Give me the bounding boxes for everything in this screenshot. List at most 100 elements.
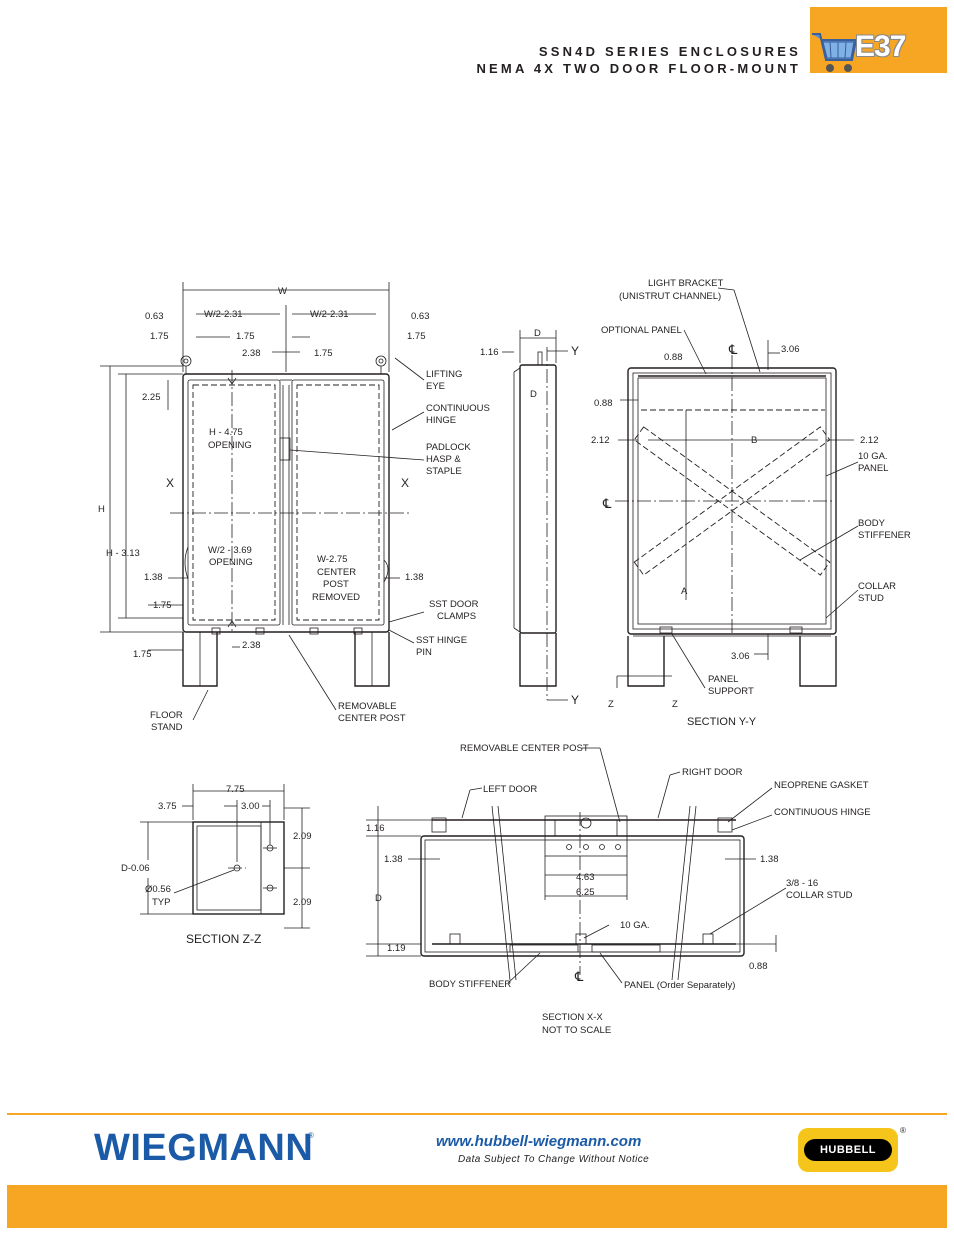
disclaimer: Data Subject To Change Without Notice xyxy=(458,1154,650,1165)
center-post-callout-1: REMOVABLE xyxy=(338,701,396,712)
xx-dim-119: 1.19 xyxy=(387,943,406,954)
dim-h-313: H - 3.13 xyxy=(106,548,140,559)
series-title: SSN4D SERIES ENCLOSURES xyxy=(538,44,801,59)
zz-dim-209-a: 2.09 xyxy=(293,831,312,842)
dim-w2-left: W/2-2.31 xyxy=(204,309,243,320)
xx-callout-gasket: NEOPRENE GASKET xyxy=(774,780,869,791)
front-view xyxy=(100,282,425,721)
hubbell-logo: HUBBELL xyxy=(798,1128,898,1172)
side-dim-d-top: D xyxy=(534,328,541,339)
section-y-top: Y xyxy=(571,344,579,358)
section-yy-view xyxy=(615,287,859,689)
xx-dim-10ga: 10 GA. xyxy=(620,920,650,931)
dim-w2-right: W/2-2.31 xyxy=(310,309,349,320)
xx-callout-left-door: LEFT DOOR xyxy=(483,784,537,795)
footer-rule xyxy=(7,1113,947,1115)
side-view xyxy=(502,330,568,701)
opening-h: H - 4.75 xyxy=(209,427,243,438)
hasp-callout-3: STAPLE xyxy=(426,466,462,477)
yy-dim-306-bottom: 3.06 xyxy=(731,651,750,662)
collar-stud-callout-1: COLLAR xyxy=(858,581,896,592)
collar-stud-callout-2: STUD xyxy=(858,593,884,604)
dim-h: H xyxy=(98,504,105,515)
hinge-pin-callout-1: SST HINGE xyxy=(416,635,467,646)
xx-callout-stud-1: 3/8 - 16 xyxy=(786,878,818,889)
lifting-eye-callout-2: EYE xyxy=(426,381,445,392)
website-link[interactable]: www.hubbell-wiegmann.com xyxy=(436,1133,642,1150)
center-post-2: CENTER xyxy=(317,567,356,578)
yy-dim-306-top: 3.06 xyxy=(781,344,800,355)
light-bracket-callout-2: (UNISTRUT CHANNEL) xyxy=(619,291,721,302)
section-xx-view xyxy=(366,747,787,984)
wiegmann-registered-mark: ® xyxy=(308,1131,314,1140)
zz-dim-hole: Ø0.56 xyxy=(145,884,171,895)
xx-centerline: ℄ xyxy=(574,969,584,984)
section-zz-view xyxy=(140,784,310,929)
yy-dim-088-top: 0.88 xyxy=(664,352,683,363)
xx-dim-138-left: 1.38 xyxy=(384,854,403,865)
lifting-eye-callout-1: LIFTING xyxy=(426,369,462,380)
dim-238-top: 2.38 xyxy=(242,348,261,359)
zz-dim-typ: TYP xyxy=(152,897,170,908)
section-x-left: X xyxy=(166,476,174,490)
light-bracket-callout-1: LIGHT BRACKET xyxy=(648,278,724,289)
panel-support-callout-1: PANEL xyxy=(708,674,738,685)
dim-175-c: 1.75 xyxy=(407,331,426,342)
center-post-3: POST xyxy=(323,579,349,590)
center-post-4: REMOVED xyxy=(312,592,360,603)
hinge-callout-1: CONTINUOUS xyxy=(426,403,490,414)
dim-175-f: 1.75 xyxy=(133,649,152,660)
xx-callout-right-door: RIGHT DOOR xyxy=(682,767,743,778)
zz-dim-300: 3.00 xyxy=(241,801,260,812)
floor-stand-callout-2: STAND xyxy=(151,722,183,733)
panel-callout-1: 10 GA. xyxy=(858,451,888,462)
center-post-callout-2: CENTER POST xyxy=(338,713,406,724)
dim-w: W xyxy=(278,286,287,297)
page-number: E37 xyxy=(855,30,906,63)
dim-063-left: 0.63 xyxy=(145,311,164,322)
center-post-1: W-2.75 xyxy=(317,554,347,565)
clamps-callout-2: CLAMPS xyxy=(437,611,476,622)
dim-238-bottom: 2.38 xyxy=(242,640,261,651)
side-dim-116: 1.16 xyxy=(480,347,499,358)
shopping-cart-icon xyxy=(812,33,858,72)
section-xx-note: NOT TO SCALE xyxy=(542,1025,611,1036)
xx-callout-stiffener: BODY STIFFENER xyxy=(429,979,511,990)
hasp-callout-1: PADLOCK xyxy=(426,442,471,453)
dim-138-right: 1.38 xyxy=(405,572,424,583)
xx-dim-138-right: 1.38 xyxy=(760,854,779,865)
yy-dim-212-right: 2.12 xyxy=(860,435,879,446)
opening-w-label: OPENING xyxy=(209,557,253,568)
optional-panel-callout: OPTIONAL PANEL xyxy=(601,325,682,336)
section-zz-title: SECTION Z-Z xyxy=(186,932,261,946)
panel-callout-2: PANEL xyxy=(858,463,888,474)
footer-bar xyxy=(7,1185,947,1228)
xx-callout-panel: PANEL (Order Separately) xyxy=(624,980,735,991)
yy-dim-212-left: 2.12 xyxy=(591,435,610,446)
section-x-right: X xyxy=(401,476,409,490)
section-y-bottom: Y xyxy=(571,693,579,707)
dim-175-e: 1.75 xyxy=(153,600,172,611)
yy-dim-b: B xyxy=(751,435,757,446)
dim-175-a: 1.75 xyxy=(150,331,169,342)
technical-drawing: W 0.63 W/2-2.31 W/2-2.31 0.63 1.75 1.75 … xyxy=(98,278,911,1036)
hinge-pin-callout-2: PIN xyxy=(416,647,432,658)
xx-dim-088: 0.88 xyxy=(749,961,768,972)
hinge-callout-2: HINGE xyxy=(426,415,456,426)
zz-dim-375: 3.75 xyxy=(158,801,177,812)
xx-dim-625: 6.25 xyxy=(576,887,595,898)
yy-centerline-side: ℄ xyxy=(602,496,612,511)
opening-h-label: OPENING xyxy=(208,440,252,451)
stiffener-callout-1: BODY xyxy=(858,518,886,529)
yy-centerline-top: ℄ xyxy=(728,342,738,357)
hubbell-logo-text: HUBBELL xyxy=(804,1139,892,1161)
section-yy-title: SECTION Y-Y xyxy=(687,716,757,728)
section-xx-title: SECTION X-X xyxy=(542,1012,603,1023)
panel-support-callout-2: SUPPORT xyxy=(708,686,754,697)
xx-callout-hinge: CONTINUOUS HINGE xyxy=(774,807,871,818)
wiegmann-logo: WIEGMANN xyxy=(94,1127,314,1169)
dim-063-right: 0.63 xyxy=(411,311,430,322)
xx-dim-463: 4.63 xyxy=(576,872,595,883)
dim-138-left: 1.38 xyxy=(144,572,163,583)
yy-dim-a: A xyxy=(681,586,688,597)
